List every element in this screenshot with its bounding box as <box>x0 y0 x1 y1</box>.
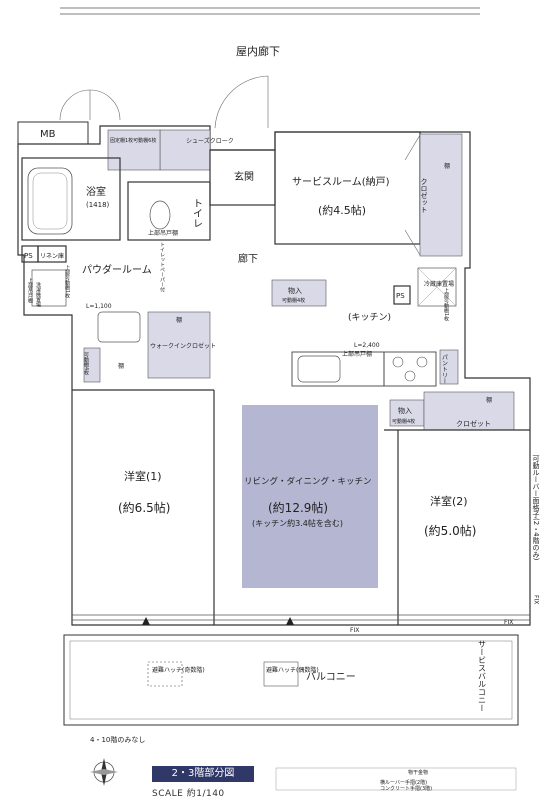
shelf-label-a: 棚 <box>444 162 450 170</box>
western-room-2-size: (約5.0帖) <box>424 523 476 538</box>
hallway-label: 廊下 <box>238 252 258 265</box>
hatch-odd-label: 避難ハッチ(奇数階) <box>152 666 205 674</box>
ldk-note: (キッチン約3.4帖を含む) <box>252 518 343 528</box>
scale-title: 2・3階部分図 <box>152 766 254 782</box>
shoe-cloak <box>159 129 211 171</box>
shelf-label-c: 棚 <box>118 362 124 370</box>
shelf-label-b: 棚 <box>176 316 182 324</box>
fix-label-right: FIX <box>533 595 540 604</box>
corridor-outside-label: 屋内廊下 <box>236 44 280 58</box>
western-room-1-label: 洋室(1) <box>124 469 162 483</box>
toilet-icon <box>149 200 171 230</box>
louver-note: 可動ルーバー面格子(2・4階のみ) <box>532 455 540 561</box>
hatch-even-label: 避難ハッチ(偶数階) <box>266 666 319 674</box>
service-room-size: (約4.5帖) <box>318 203 366 217</box>
hall-storage <box>271 279 327 307</box>
toilet-label: トイレ <box>191 198 203 228</box>
scale-label: SCALE 約1/140 <box>152 789 225 799</box>
fridge-label: 冷蔵庫置場 <box>424 280 454 288</box>
balcony-label: バルコニー <box>306 671 356 683</box>
stove-icon <box>383 351 437 387</box>
bath-label: 浴室 <box>86 185 106 198</box>
fridge-icon <box>417 267 457 307</box>
western-room-2-label: 洋室(2) <box>430 494 468 508</box>
entrance-label: 玄関 <box>234 170 254 183</box>
fix-label-bottom: FIX <box>350 627 359 634</box>
closet-vertical-label: クロゼット <box>420 178 428 213</box>
balcony-area <box>63 634 519 726</box>
shoe-shelf-note: 固定棚1枚可動棚6枚 <box>110 137 156 144</box>
washer-icon <box>31 269 67 307</box>
upper-cabinet-2-label: 上部吊戸棚 <box>27 277 33 304</box>
storage-2 <box>389 399 425 427</box>
shelf-l-label: 上部可動棚1枚 <box>64 264 70 299</box>
l2400-label: L=2,400 <box>354 342 380 349</box>
linen-label: リネン庫 <box>40 252 64 260</box>
shelf-label-d: 棚 <box>486 396 492 404</box>
bathtub-icon <box>27 167 73 235</box>
mb-label: MB <box>40 129 56 140</box>
pantry-label: パントリー <box>441 354 448 384</box>
fix-label-corner: FIX <box>504 619 513 626</box>
western-room-1-size: (約6.5帖) <box>118 500 170 515</box>
bath-room <box>21 157 121 241</box>
service-balcony-label: サービスバルコニー <box>478 640 487 712</box>
ldk-area <box>242 405 378 588</box>
sink-icon <box>97 311 141 343</box>
hall-storage-label: 物入 <box>288 286 302 295</box>
l1100-label: L=1,100 <box>86 303 112 310</box>
upper-movable-shelf-label: 上部可動棚1枚 <box>443 287 449 322</box>
bath-size: (1418) <box>86 201 110 209</box>
service-room <box>274 131 421 245</box>
floor-note: 4・10階のみなし <box>90 735 145 744</box>
legend-1: 物干金物 <box>408 769 428 776</box>
washer-label: 洗濯機置場 <box>35 281 41 308</box>
upper-cabinet-3-label: 上部吊戸棚 <box>342 350 372 358</box>
shoe-cloak-label: シューズクローク <box>186 137 234 145</box>
toilet-paper-label: トイレットペーパー付 <box>159 242 165 293</box>
outer-wall <box>17 125 531 626</box>
sink-icon-kitchen <box>297 355 341 383</box>
kitchen-label: (キッチン) <box>348 312 391 323</box>
movable-shelf-4-label: 可動棚4枚 <box>83 352 89 377</box>
storage-2-shelf: 可動棚4枚 <box>392 418 415 425</box>
hatch-even <box>263 661 299 687</box>
closet-2 <box>423 391 515 431</box>
compass-icon <box>90 758 118 786</box>
legend-3: コンクリート手摺(3階) <box>380 785 432 792</box>
storage-2-label: 物入 <box>398 406 412 415</box>
ldk-label: リビング・ダイニング・キッチン <box>244 476 372 487</box>
hatch-odd <box>147 661 183 687</box>
walkin-closet <box>147 311 211 379</box>
toilet-room <box>127 181 211 241</box>
hall-storage-shelf: 可動棚4枚 <box>282 297 305 304</box>
ldk-size: (約12.9帖) <box>268 500 328 515</box>
closet-vertical <box>419 133 463 257</box>
ps-label-left: PS <box>24 252 33 260</box>
closet-2-label: クロゼット <box>456 419 491 428</box>
powder-room-label: パウダールーム <box>82 263 152 276</box>
upper-cabinet-label: 上部吊戸棚 <box>148 229 178 237</box>
ps-label-right: PS <box>396 292 405 300</box>
walkin-closet-label: ウォークインクロゼット <box>150 342 216 350</box>
legend-2: 横ルーバー手摺(2階) <box>380 779 427 786</box>
service-room-label: サービスルーム(納戸) <box>292 175 390 188</box>
